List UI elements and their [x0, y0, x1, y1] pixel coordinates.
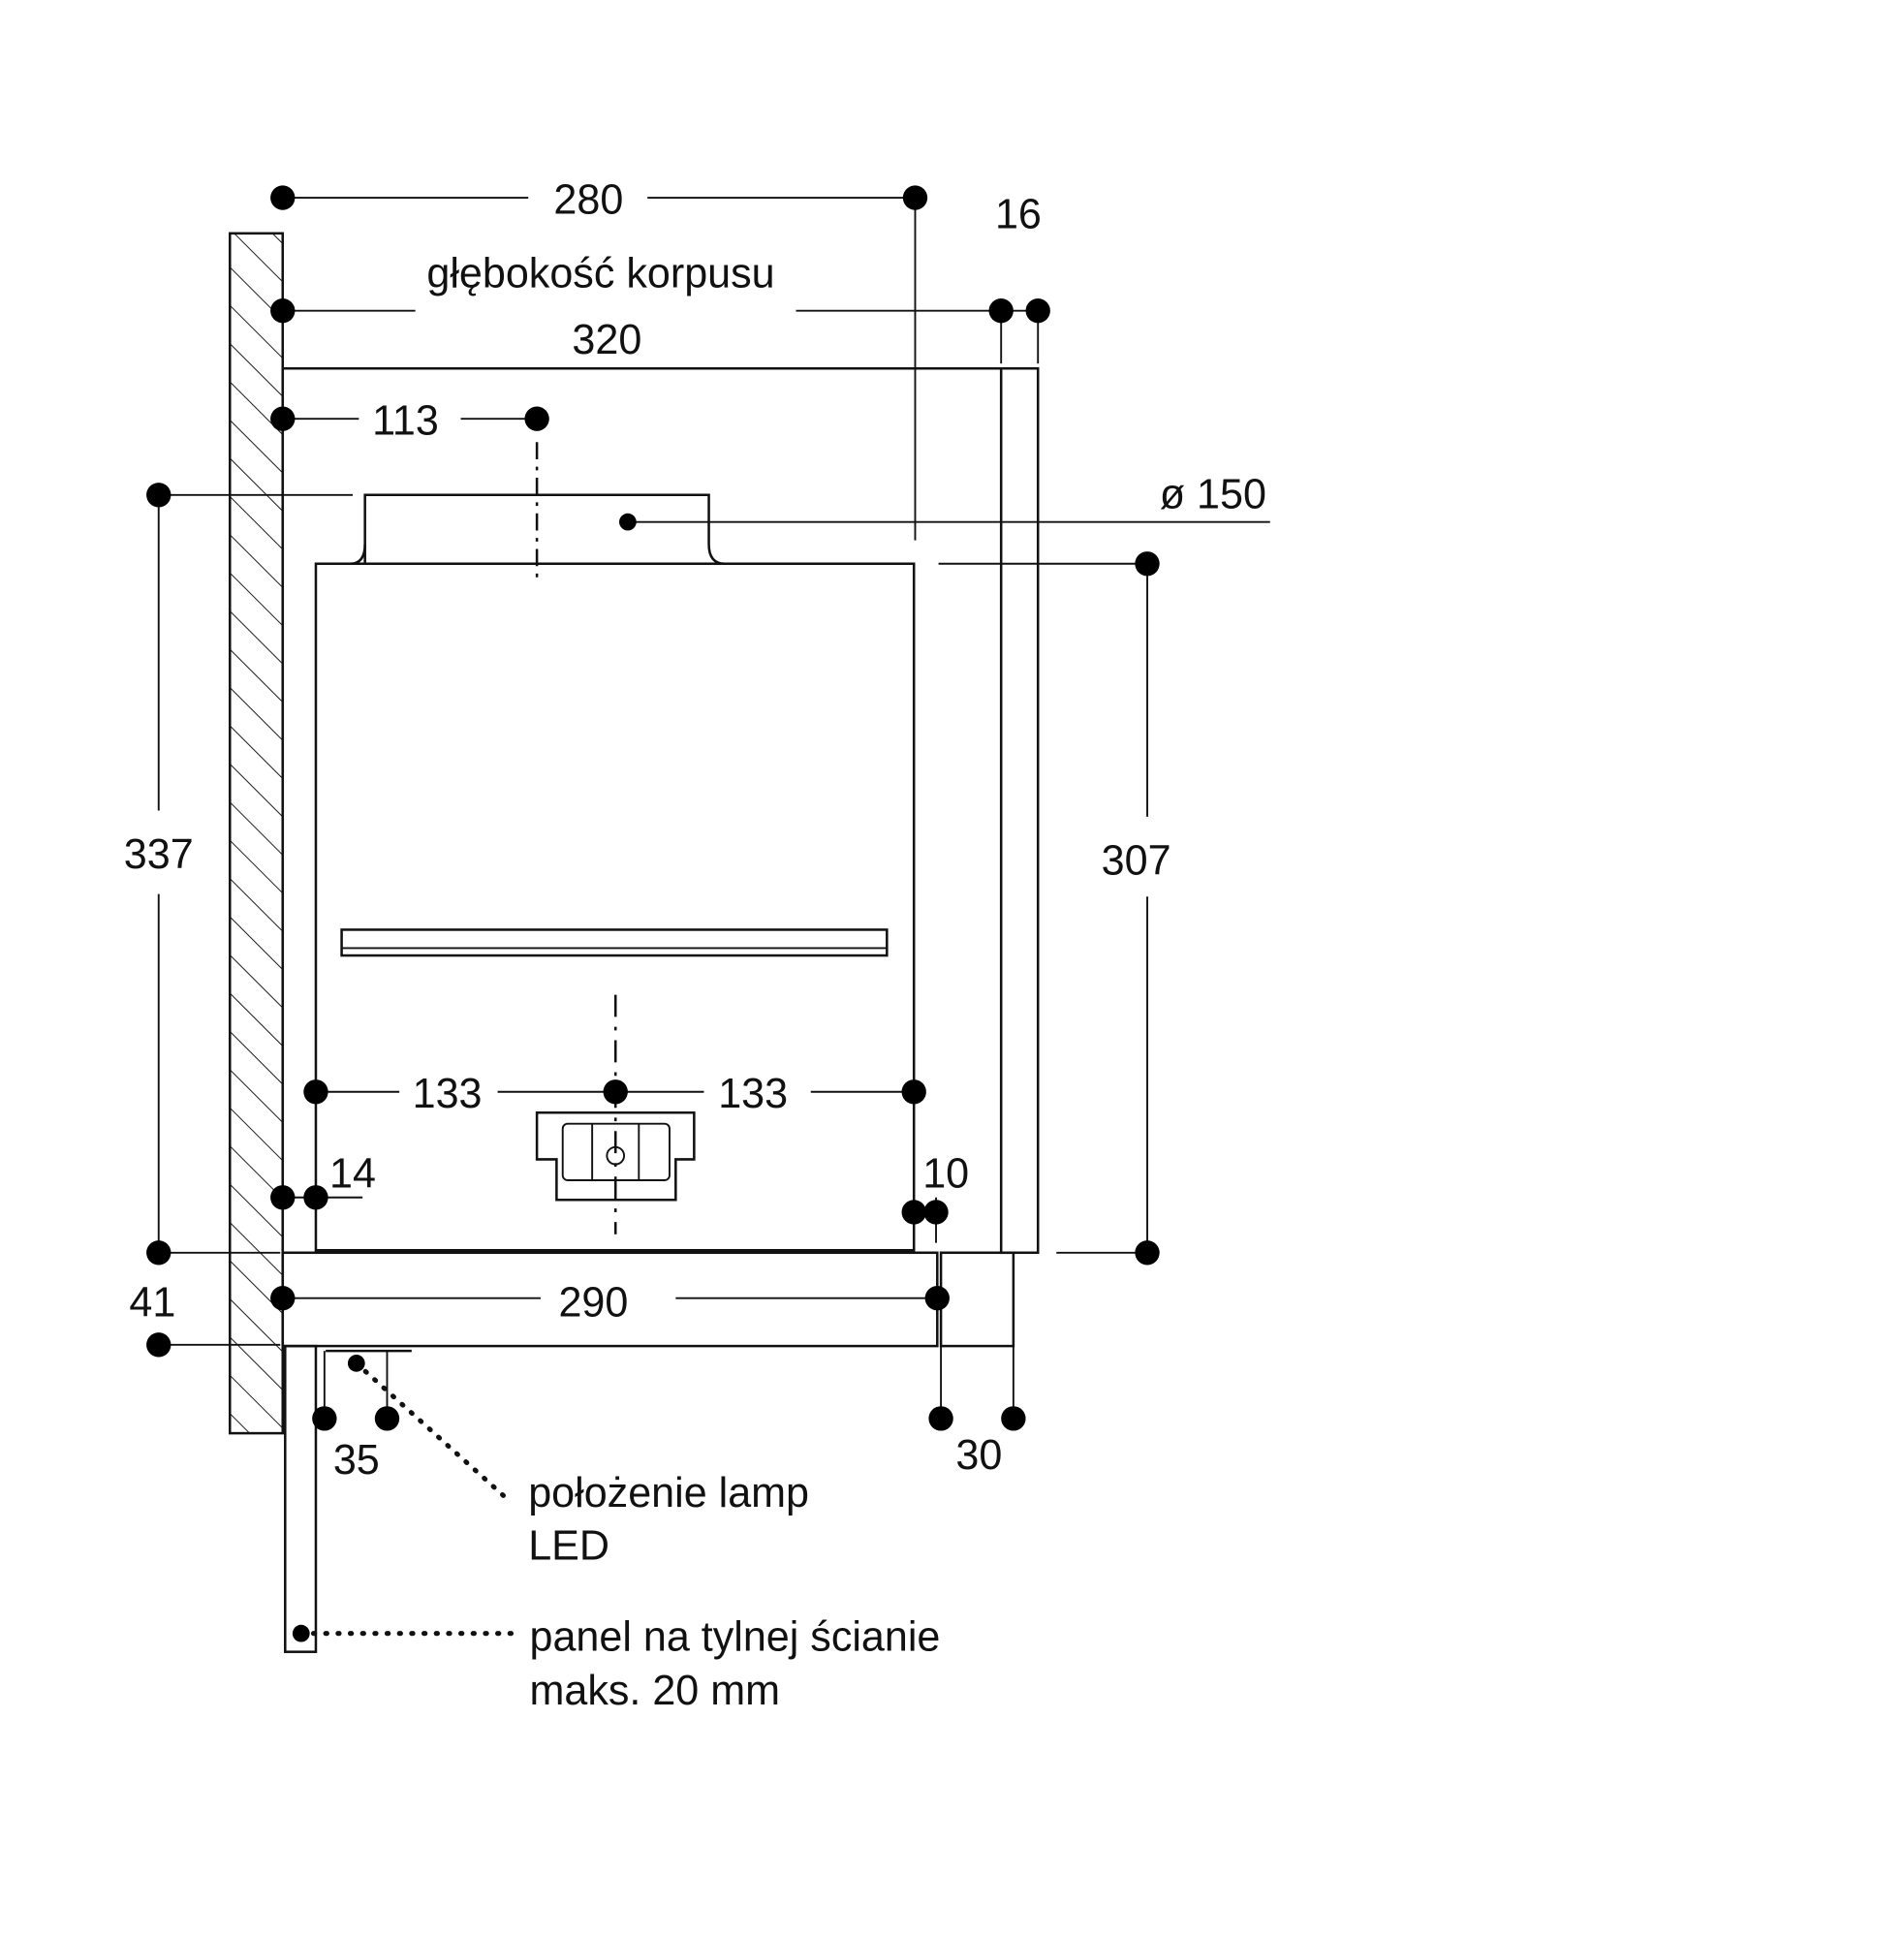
dim-307: 307	[1102, 837, 1171, 884]
led-label-line2: LED	[528, 1523, 609, 1570]
hood-body	[314, 442, 916, 1252]
dim-290: 290	[558, 1280, 628, 1327]
panel-label-line2: maks. 20 mm	[530, 1668, 781, 1714]
dim-320: 320	[572, 317, 641, 363]
wall-hatch	[228, 232, 285, 1435]
dim-duct-diameter: ø 150	[1160, 472, 1266, 518]
dim-35: 35	[333, 1437, 380, 1484]
dim-133-right: 133	[718, 1071, 788, 1117]
dimension-lines	[157, 197, 1270, 1637]
depth-label: głębokość korpusu	[426, 251, 774, 297]
dim-41: 41	[129, 1280, 175, 1327]
dim-14: 14	[329, 1151, 376, 1198]
drawer	[281, 1251, 1015, 1653]
motor-icon	[535, 1111, 696, 1202]
panel-label-line1: panel na tylnej ścianie	[530, 1613, 941, 1660]
cabinet-outline	[281, 366, 1040, 1347]
dim-10: 10	[922, 1151, 969, 1198]
dim-113: 113	[372, 398, 439, 445]
dim-280: 280	[553, 177, 623, 224]
dim-133-left: 133	[413, 1071, 483, 1117]
dim-16: 16	[995, 192, 1042, 238]
led-label-line1: położenie lamp	[528, 1470, 809, 1516]
dim-30: 30	[955, 1432, 1002, 1479]
dimension-dots	[146, 185, 1160, 1642]
dim-337: 337	[124, 831, 194, 878]
